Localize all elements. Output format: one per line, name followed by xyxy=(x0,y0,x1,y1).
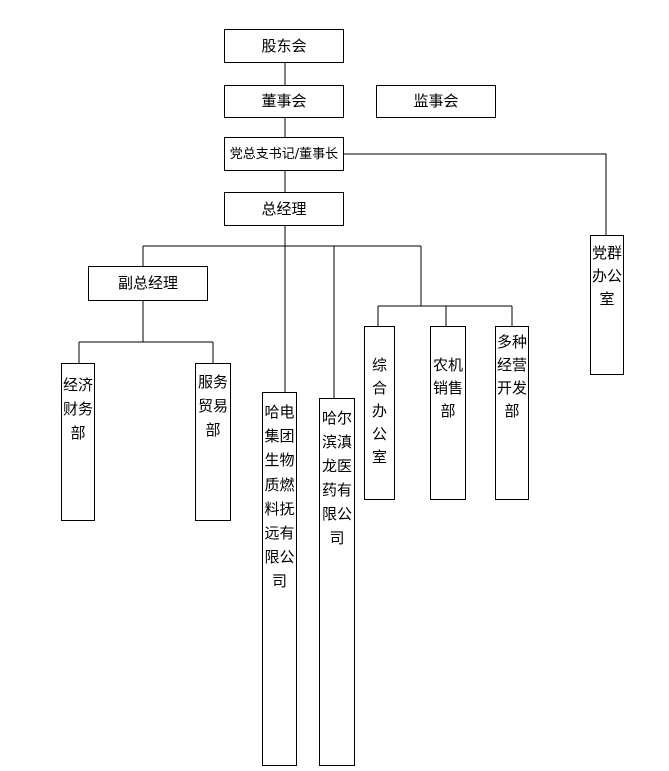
farm-machinery-label: 农机销售部 xyxy=(432,356,463,420)
general-office-box: 综合办公室 xyxy=(364,326,395,500)
pharma-company-label: 哈尔滨滇龙医药有限公司 xyxy=(321,409,352,547)
board-box: 董事会 xyxy=(224,85,344,118)
connector-chairman-party-office xyxy=(344,153,607,235)
supervisors-label: 监事会 xyxy=(413,92,459,110)
chairman-box: 党总支书记/董事长 xyxy=(224,137,344,171)
diversified-dept-box: 多种经营开发部 xyxy=(495,326,529,500)
finance-dept-label: 经济财务部 xyxy=(62,376,93,442)
service-trade-box: 服务贸易部 xyxy=(195,363,231,521)
pharma-company-box: 哈尔滨滇龙医药有限公司 xyxy=(319,398,355,766)
biomass-company-box: 哈电集团生物质燃料抚远有限公司 xyxy=(262,392,297,766)
party-office-box: 党群办公室 xyxy=(590,235,624,375)
general-office-label: 综合办公室 xyxy=(371,356,387,466)
diversified-dept-label: 多种经营开发部 xyxy=(496,333,527,420)
party-office-label: 党群办公室 xyxy=(591,244,622,308)
board-label: 董事会 xyxy=(261,92,307,110)
farm-machinery-box: 农机销售部 xyxy=(430,326,466,500)
finance-dept-box: 经济财务部 xyxy=(61,363,95,521)
shareholders-box: 股东会 xyxy=(224,29,344,63)
deputy-gm-box: 副总经理 xyxy=(88,266,208,301)
general-manager-box: 总经理 xyxy=(224,192,344,226)
deputy-gm-label: 副总经理 xyxy=(117,274,178,292)
chairman-label: 党总支书记/董事长 xyxy=(229,146,339,162)
service-trade-label: 服务贸易部 xyxy=(197,373,228,439)
biomass-company-label: 哈电集团生物质燃料抚远有限公司 xyxy=(264,403,295,591)
general-manager-label: 总经理 xyxy=(261,199,307,218)
shareholders-label: 股东会 xyxy=(261,36,307,55)
supervisors-box: 监事会 xyxy=(376,85,496,118)
